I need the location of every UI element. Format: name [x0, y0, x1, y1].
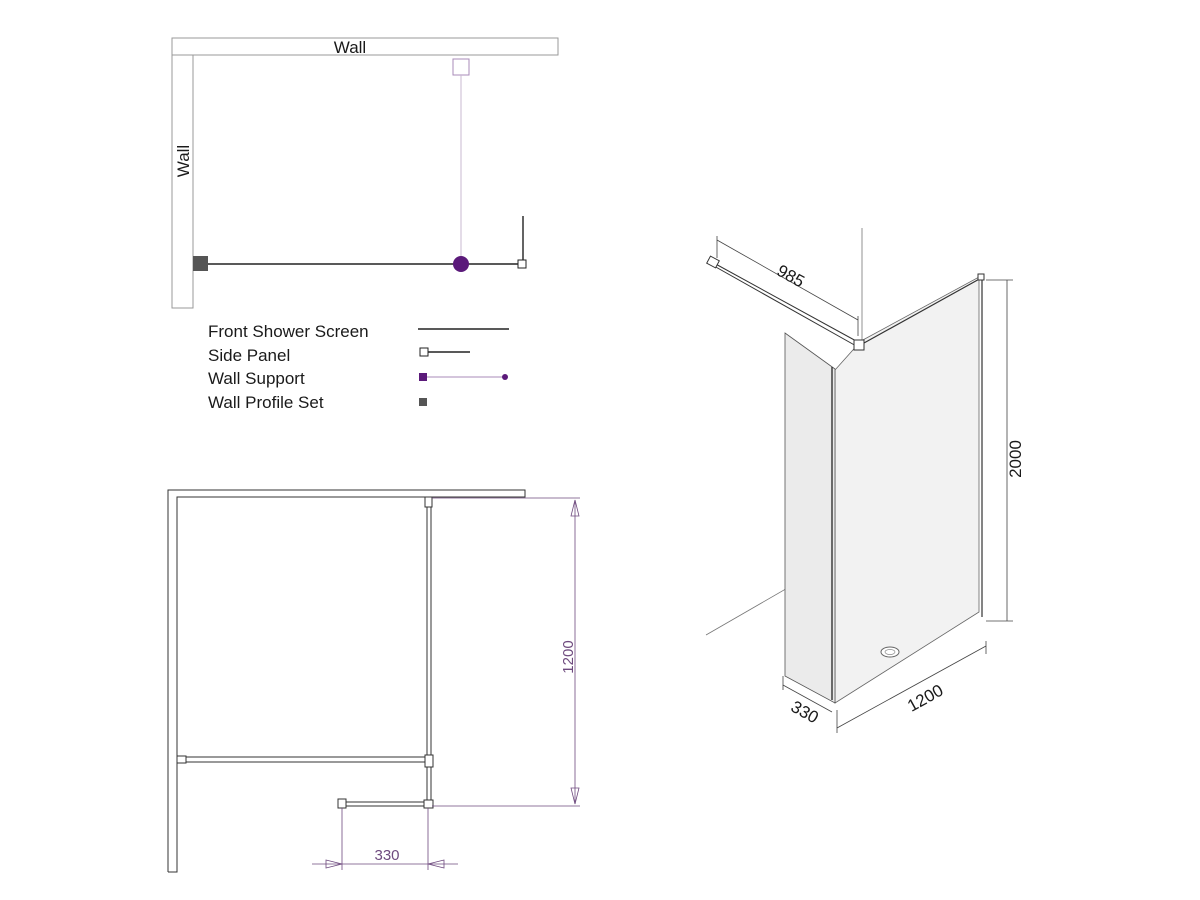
iso-front-screen-edge-top	[863, 276, 984, 344]
iso-floor-drain-inner	[884, 649, 896, 655]
dim-iso-330-label: 330	[788, 697, 822, 727]
elevation-support-clamp	[424, 754, 434, 768]
dim-iso-330-line	[782, 684, 833, 713]
iso-wall-support-clamp	[853, 339, 865, 351]
elevation-front-screen-foot	[423, 799, 434, 809]
plan-side-panel-hinge	[517, 259, 527, 269]
iso-front-screen-glass	[834, 276, 980, 704]
plan-wall-profile-set	[193, 256, 208, 271]
plan-top-wall-label: Wall	[334, 38, 366, 57]
dim-330-arrow-left	[325, 859, 343, 869]
plan-wall-support-bracket	[452, 58, 470, 76]
plan-top-wall	[171, 37, 559, 56]
iso-wall-support-bar-a	[711, 261, 859, 343]
legend-symbol-wall-profile-set	[419, 398, 427, 406]
elevation-wall-support-bracket	[176, 755, 187, 764]
isometric-view	[705, 228, 1013, 733]
dim-1200-arrow-top	[570, 499, 580, 517]
elevation-front-screen-top-clip	[424, 496, 433, 508]
dim-985-line	[716, 239, 859, 321]
elevation-side-panel	[342, 801, 431, 807]
iso-wall-support-bracket	[706, 255, 720, 269]
legend-label-front-screen: Front Shower Screen	[208, 322, 369, 341]
iso-side-panel-glass	[784, 332, 836, 704]
legend-symbol-side-panel-box	[419, 347, 429, 357]
legend: Front Shower Screen Side Panel Wall Supp…	[208, 322, 509, 412]
dim-1200-arrow-bottom	[570, 787, 580, 805]
legend-symbol-wall-support-box	[419, 373, 427, 381]
elevation-wall-outer	[167, 489, 526, 873]
iso-wall-support-bar-b	[713, 265, 859, 348]
plan-view: Wall Wall	[171, 37, 559, 309]
plan-wall-support-joint	[453, 256, 469, 272]
legend-label-wall-support: Wall Support	[208, 369, 305, 388]
legend-label-side-panel: Side Panel	[208, 346, 290, 365]
dim-2000-label: 2000	[1006, 440, 1025, 478]
plan-left-wall-label: Wall	[174, 145, 193, 177]
plan-left-wall	[171, 54, 194, 309]
dim-330-arrow-right	[427, 859, 445, 869]
dim-985-label: 985	[774, 261, 808, 291]
legend-label-wall-profile-set: Wall Profile Set	[208, 393, 324, 412]
dim-330-label: 330	[374, 847, 399, 864]
dim-1200-label: 1200	[560, 640, 577, 673]
iso-wall-profile-top	[977, 273, 985, 281]
dim-iso-1200-line	[836, 645, 987, 729]
elevation-side-panel-hinge	[337, 798, 347, 809]
legend-symbol-wall-support-dot	[502, 374, 508, 380]
elevation-view: 1200 330	[167, 489, 580, 873]
elevation-wall-support-bar	[176, 756, 431, 763]
dim-iso-1200-label: 1200	[904, 681, 946, 716]
